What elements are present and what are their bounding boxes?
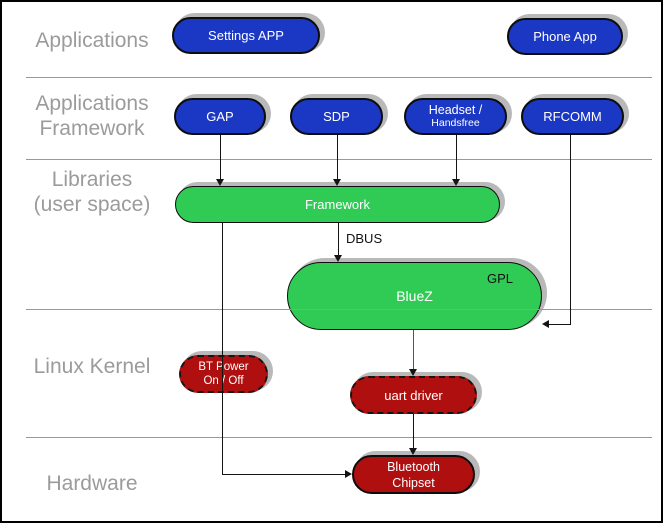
node-headset-line1: Headset / [428,102,483,117]
section-label-libraries-line2: (user space) [33,193,151,216]
node-bluez: BlueZ GPL [287,262,542,330]
section-label-applications-framework: Applications Framework [12,91,172,141]
node-uart-driver: uart driver [350,376,477,414]
node-sdp-label: SDP [323,109,350,124]
node-rfcomm: RFCOMM [521,98,624,135]
connector-headset-framework [456,135,457,179]
node-bluez-label: BlueZ [396,288,433,304]
node-gap-label: GAP [206,109,234,124]
node-uart-driver-label: uart driver [384,387,443,403]
divider-applications-framework [26,159,652,160]
node-bluez-license-label: GPL [486,271,513,286]
node-framework: Framework [175,186,500,223]
node-headset-line2: Handsfree [431,116,480,129]
node-phone-app-label: Phone App [533,29,597,44]
section-label-applications: Applications [12,28,172,53]
connector-bluez-uart [413,330,414,370]
arrowhead-uart-chipset [409,448,417,455]
section-label-libraries: Libraries (user space) [12,167,172,217]
node-chipset-line2: Chipset [392,475,435,490]
arrowhead-framework-bluez [334,255,342,262]
node-settings-app: Settings APP [172,17,320,54]
arrowhead-power-chipset [345,470,352,478]
connector-gap-framework [220,135,221,179]
node-phone-app: Phone App [507,18,623,55]
connector-framework-bluez [338,223,339,256]
node-gap: GAP [174,98,266,135]
node-sdp: SDP [290,98,383,135]
section-label-appfw-line1: Applications [35,92,149,115]
connector-rfcomm-horizontal [549,324,571,325]
arrowhead-gap-framework [216,179,224,186]
section-label-linux-kernel-text: Linux Kernel [33,355,151,378]
divider-linux-kernel [26,437,652,438]
connector-sdp-framework [337,135,338,179]
edge-label-dbus: DBUS [346,231,383,246]
node-settings-app-label: Settings APP [208,28,284,43]
node-bt-power-line2: On / Off [203,375,244,387]
node-framework-label: Framework [304,197,370,212]
divider-libraries [26,309,652,310]
node-bt-power: BT Power On / Off [179,355,268,393]
section-label-hardware-text: Hardware [46,472,138,495]
connector-power-vertical [222,223,223,474]
section-label-linux-kernel: Linux Kernel [12,354,172,379]
section-label-applications-text: Applications [35,29,149,52]
node-rfcomm-label: RFCOMM [543,109,602,124]
connector-rfcomm-vertical [570,135,571,324]
connector-uart-chipset [413,414,414,449]
arrowhead-sdp-framework [333,179,341,186]
node-chipset-line1: Bluetooth [387,459,440,474]
node-bluetooth-chipset: Bluetooth Chipset [352,455,475,494]
divider-applications [26,77,652,78]
section-label-hardware: Hardware [12,471,172,496]
section-label-libraries-line1: Libraries [51,168,133,191]
arrowhead-headset-framework [452,179,460,186]
node-headset-handsfree: Headset / Handsfree [404,98,507,135]
arrowhead-rfcomm-bluez [542,320,549,328]
connector-power-horizontal [222,474,346,475]
node-bt-power-line1: BT Power [198,361,249,373]
arrowhead-bluez-uart [409,369,417,376]
section-label-appfw-line2: Framework [39,117,145,140]
